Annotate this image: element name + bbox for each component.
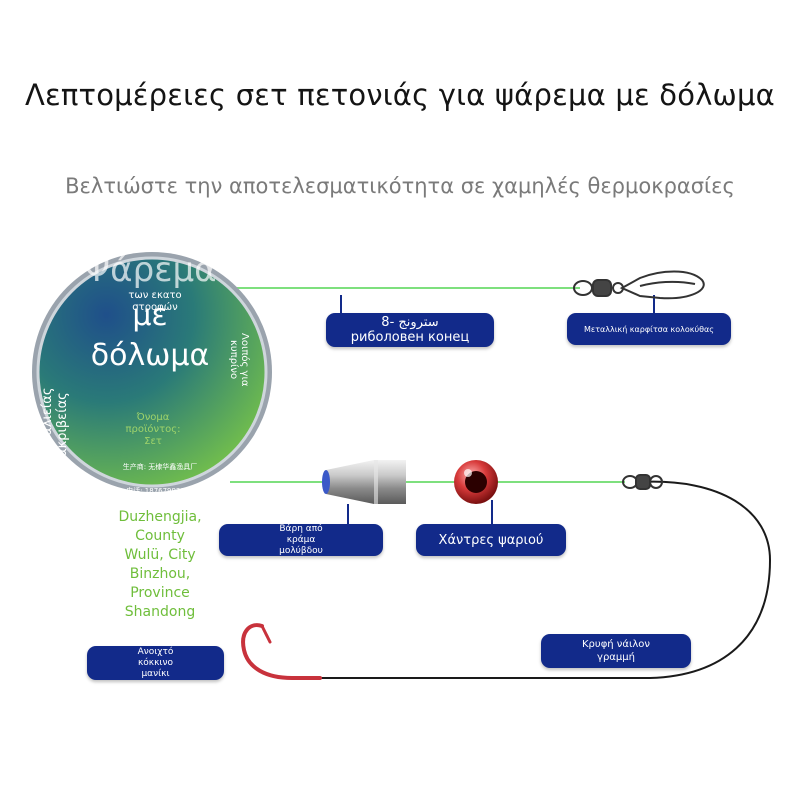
spool-product-name: Όνομα προϊόντος: Σετ: [125, 412, 181, 447]
address-line: Shandong: [124, 604, 196, 620]
spool-title-line3: δόλωμα: [90, 338, 210, 373]
spool-side-left: Σετ αλιείας ακριβείας: [40, 387, 70, 463]
bead-icon: [454, 460, 498, 504]
fish-beads-label: Χάντρες ψαριού: [416, 524, 566, 556]
spool-icon: [32, 252, 272, 492]
address-line: Wulü, City: [124, 547, 196, 563]
address-line: Province: [130, 585, 190, 601]
nylon-line: [320, 480, 772, 679]
barrel-swivel-icon: [622, 474, 663, 490]
spool-small-top: των εκατο στροφών: [128, 290, 182, 313]
page-title: Λεπτομέρειες σετ πετονιάς για ψάρεμα με …: [24, 78, 776, 112]
bullet-weight-icon: [322, 460, 406, 504]
nylon-line-label: Κρυφή νάιλον γραμμή: [541, 634, 691, 668]
lead-weight-label: Βάρη από κράμα μολύβδου: [219, 524, 383, 556]
address-line: Duzhengjia,: [118, 509, 202, 525]
swivel-end-label: 8- سترونج риболовен конец: [326, 313, 494, 347]
hook-icon: [241, 623, 322, 680]
spool-side-right: Λοιπός για κυπρίνο: [228, 333, 250, 387]
spool-title-line2: με: [132, 298, 168, 333]
spool-manufacturer: 生产商: 无棣华鑫渔具厂: [122, 463, 198, 471]
red-hook-label: Ανοιχτό κόκκινο μανίκι: [87, 646, 224, 680]
page-subtitle: Βελτιώστε την αποτελεσματικότητα σε χαμη…: [65, 174, 735, 198]
address-line: Binzhou,: [129, 566, 191, 582]
spool-phone: 电话: 18767992994: [126, 487, 194, 495]
address-line: County: [135, 528, 185, 544]
snap-swivel-icon: [573, 270, 705, 300]
metal-pin-label: Μεταλλική καρφίτσα κολοκύθας: [567, 313, 731, 345]
spool-title-line1: Ψάρεμα: [83, 250, 217, 290]
